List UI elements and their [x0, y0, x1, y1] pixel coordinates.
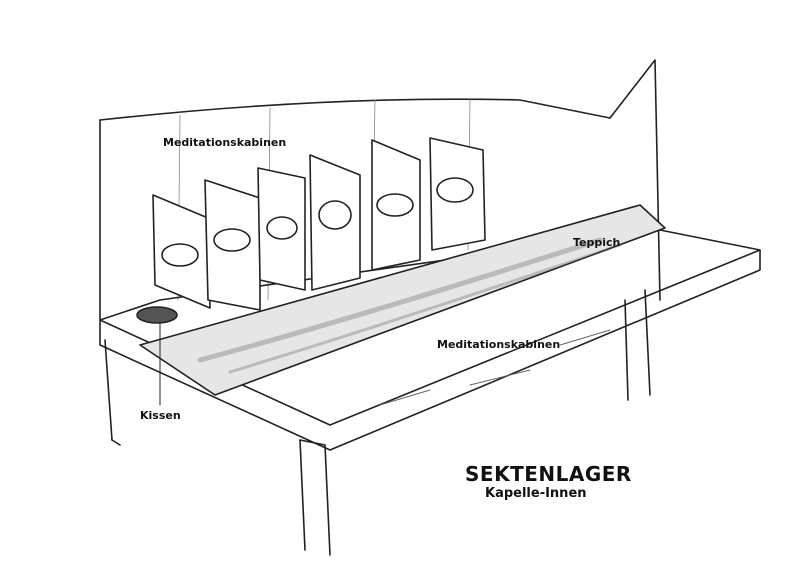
label-meditation-cabins-bottom: Meditationskabinen: [437, 338, 561, 351]
sketch-title: SEKTENLAGER: [465, 462, 632, 486]
carpet: [139, 204, 666, 396]
label-meditation-cabins-top: Meditationskabinen: [163, 136, 287, 149]
platform: [99, 229, 761, 556]
label-cushion: Kissen: [140, 409, 181, 422]
cushion-shape: [136, 306, 178, 324]
label-carpet: Teppich: [573, 236, 621, 249]
sketch-subtitle: Kapelle-Innen: [485, 486, 587, 501]
meditation-cabins: [136, 137, 486, 324]
